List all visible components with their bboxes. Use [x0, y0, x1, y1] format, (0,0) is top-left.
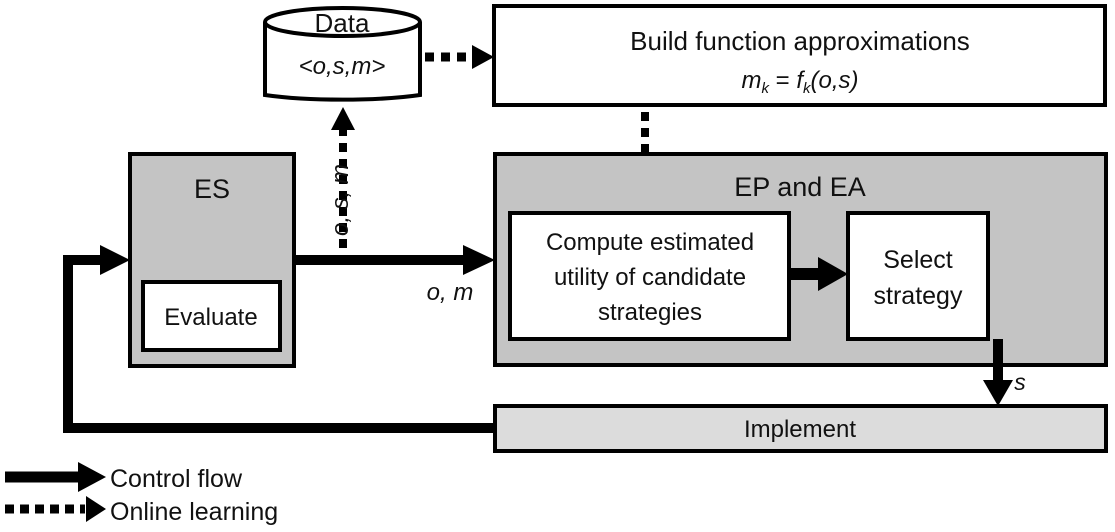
implement-label: Implement	[744, 416, 856, 443]
feedback-loop-arrowhead	[100, 245, 130, 275]
feedback-loop-line	[63, 255, 495, 433]
es-to-data-arrowhead	[331, 107, 355, 130]
compute-to-select-arrowhead	[818, 257, 848, 291]
select-strategy-box: Select strategy	[846, 211, 990, 341]
build-approx-formula: mk = fk(o,s)	[741, 67, 858, 97]
data-store: Data <o,s,m>	[263, 6, 422, 102]
data-store-contents: <o,s,m>	[299, 53, 386, 80]
data-store-body	[263, 22, 422, 102]
build-approx-title: Build function approximations	[630, 26, 970, 56]
legend-control-label: Control flow	[110, 465, 243, 493]
es-to-ep-arrowhead	[463, 245, 495, 275]
ep-ea-title: EP and EA	[734, 172, 866, 202]
select-to-implement-label: s	[1014, 369, 1026, 395]
legend-control-arrowhead	[78, 462, 106, 492]
data-store-top	[263, 6, 422, 38]
select-line-2: strategy	[874, 282, 963, 310]
select-line-1: Select	[883, 246, 953, 274]
compute-line-1: Compute estimated	[546, 229, 754, 256]
select-to-implement-arrowhead	[983, 380, 1013, 406]
compute-line-2: utility of candidate	[554, 264, 746, 291]
es-to-ep-label: o, m	[427, 279, 474, 306]
legend-online-label: Online learning	[110, 498, 278, 526]
es-title: ES	[194, 174, 230, 204]
legend-online-arrowhead	[86, 496, 106, 522]
data-store-title: Data	[315, 8, 370, 38]
compute-utility-box: Compute estimated utility of candidate s…	[508, 211, 791, 341]
compute-line-3: strategies	[598, 299, 702, 326]
evaluate-label: Evaluate	[164, 304, 257, 331]
es-box: ES Evaluate	[128, 152, 296, 368]
build-approx-box: Build function approximations mk = fk(o,…	[492, 4, 1107, 107]
implement-box: Implement	[493, 404, 1108, 453]
legend: Control flow Online learning	[5, 462, 278, 526]
data-to-build-arrowhead	[472, 45, 494, 69]
evaluate-box	[141, 280, 282, 352]
es-to-data-label: o, s, m	[327, 164, 354, 236]
